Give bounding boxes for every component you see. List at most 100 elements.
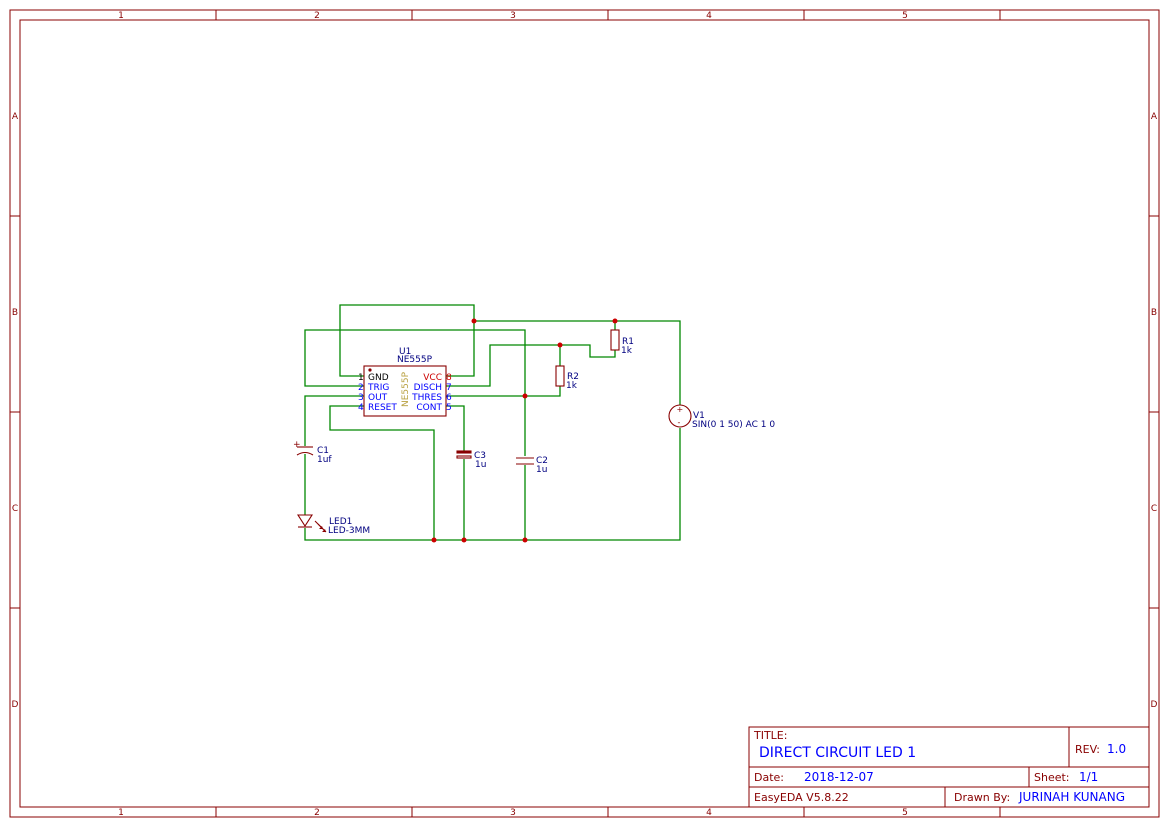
r1-ref: R1 <box>622 337 634 347</box>
date-value: 2018-12-07 <box>804 770 874 784</box>
date-label: Date: <box>754 771 784 784</box>
col-label-bottom: 2 <box>314 808 320 818</box>
junction-dot <box>431 537 437 543</box>
pin-name: DISCH <box>414 383 442 393</box>
ic-u1[interactable]: U1 NE555P 1 2 3 4 GND TRIG OUT RESET VCC… <box>358 347 452 417</box>
wire[interactable] <box>304 395 364 446</box>
sheet-frame: 1 2 3 4 5 1 2 3 4 5 A B C D A B C D <box>9 9 1160 818</box>
c2-value: 1u <box>536 465 547 475</box>
rev-label: REV: <box>1075 743 1100 756</box>
col-label-top: 1 <box>118 11 124 21</box>
col-label-bottom: 1 <box>118 808 124 818</box>
wire[interactable] <box>304 428 681 541</box>
pin-number: 4 <box>358 403 364 413</box>
row-label-left: D <box>12 700 19 710</box>
pin-name: VCC <box>423 373 442 383</box>
wire[interactable] <box>329 405 435 540</box>
wire[interactable] <box>304 329 526 396</box>
inner-border <box>19 19 1150 808</box>
pin-name: GND <box>368 373 389 383</box>
pin-number: 8 <box>446 373 452 383</box>
led-triangle <box>296 514 314 528</box>
pin-name: CONT <box>416 403 442 413</box>
col-label-top: 4 <box>706 11 712 21</box>
col-label-bottom: 3 <box>510 808 516 818</box>
c1-ref: C1 <box>317 446 329 456</box>
pin-number: 3 <box>358 393 364 403</box>
resistor-body[interactable] <box>610 329 620 351</box>
col-label-top: 5 <box>902 11 908 21</box>
tool-name: EasyEDA V5.8.22 <box>754 791 849 804</box>
junction-dot <box>522 537 528 543</box>
pin1-marker <box>368 368 372 372</box>
led1-value: LED-3MM <box>328 526 370 536</box>
title-block: TITLE: DIRECT CIRCUIT LED 1 REV: 1.0 Dat… <box>748 726 1150 808</box>
wire[interactable] <box>446 405 465 451</box>
pin-number: 7 <box>446 383 452 393</box>
wire[interactable] <box>446 321 475 377</box>
ic-vertical-label: NE555P <box>401 371 411 407</box>
col-label-top: 3 <box>510 11 516 21</box>
row-label-right: B <box>1151 308 1157 318</box>
col-label-bottom: 4 <box>706 808 712 818</box>
capacitor-c2[interactable]: C2 1u <box>516 456 548 475</box>
junction-dot <box>461 537 467 543</box>
junction-dot <box>612 318 618 324</box>
v1-value: SIN(0 1 50) AC 1 0 <box>692 420 775 430</box>
pin-number: 2 <box>358 383 364 393</box>
sheet-value: 1/1 <box>1079 770 1098 784</box>
wires <box>304 304 681 541</box>
pin-name: TRIG <box>367 383 389 393</box>
col-label-bottom: 5 <box>902 808 908 818</box>
row-label-left: B <box>12 308 18 318</box>
capacitor-c3[interactable]: C3 1u <box>456 450 486 470</box>
c3-value: 1u <box>475 460 486 470</box>
outer-border <box>9 9 1160 818</box>
wire[interactable] <box>474 320 681 405</box>
source-circle[interactable] <box>668 404 692 428</box>
resistor-r2[interactable]: R2 1k <box>555 365 579 391</box>
led-led1[interactable]: LED1 LED-3MM <box>296 514 370 536</box>
drawn-by-label: Drawn By: <box>954 791 1010 804</box>
junction-dot <box>522 393 528 399</box>
wire[interactable] <box>446 386 561 397</box>
row-label-left: A <box>12 112 19 122</box>
voltage-source-v1[interactable]: + - V1 SIN(0 1 50) AC 1 0 <box>668 404 775 430</box>
led1-ref: LED1 <box>329 517 352 527</box>
c2-ref: C2 <box>536 456 548 466</box>
title-value: DIRECT CIRCUIT LED 1 <box>759 745 916 761</box>
pin-name: THRES <box>411 393 442 403</box>
row-label-right: C <box>1151 504 1157 514</box>
drawn-by-value: JURINAH KUNANG <box>1018 790 1125 804</box>
ic-part: NE555P <box>397 355 433 365</box>
pin-name: RESET <box>368 403 397 413</box>
c3-ref: C3 <box>474 451 486 461</box>
col-label-top: 2 <box>314 11 320 21</box>
wire[interactable] <box>339 304 475 377</box>
pin-name: OUT <box>368 393 388 403</box>
row-label-right: D <box>1151 700 1158 710</box>
pin-number: 1 <box>358 373 364 383</box>
v1-ref: V1 <box>693 411 705 421</box>
rev-value: 1.0 <box>1107 742 1126 756</box>
capacitor-c1[interactable]: + C1 1uf <box>293 440 332 465</box>
junctions <box>431 318 618 543</box>
junction-dot <box>557 342 563 348</box>
junction-dot <box>471 318 477 324</box>
pin-number: 5 <box>446 403 452 413</box>
row-label-right: A <box>1151 112 1158 122</box>
v1-minus: - <box>678 418 681 427</box>
ic-body[interactable] <box>363 365 447 417</box>
pin-number: 6 <box>446 393 452 403</box>
c1-polarity: + <box>293 440 301 450</box>
resistor-r1[interactable]: R1 1k <box>610 329 634 356</box>
row-label-left: C <box>12 504 18 514</box>
resistor-body[interactable] <box>555 365 565 387</box>
title-label: TITLE: <box>753 729 787 742</box>
r1-value: 1k <box>621 346 633 356</box>
r2-value: 1k <box>566 381 578 391</box>
wire[interactable] <box>446 344 616 387</box>
r2-ref: R2 <box>567 372 579 382</box>
v1-plus: + <box>677 405 684 414</box>
